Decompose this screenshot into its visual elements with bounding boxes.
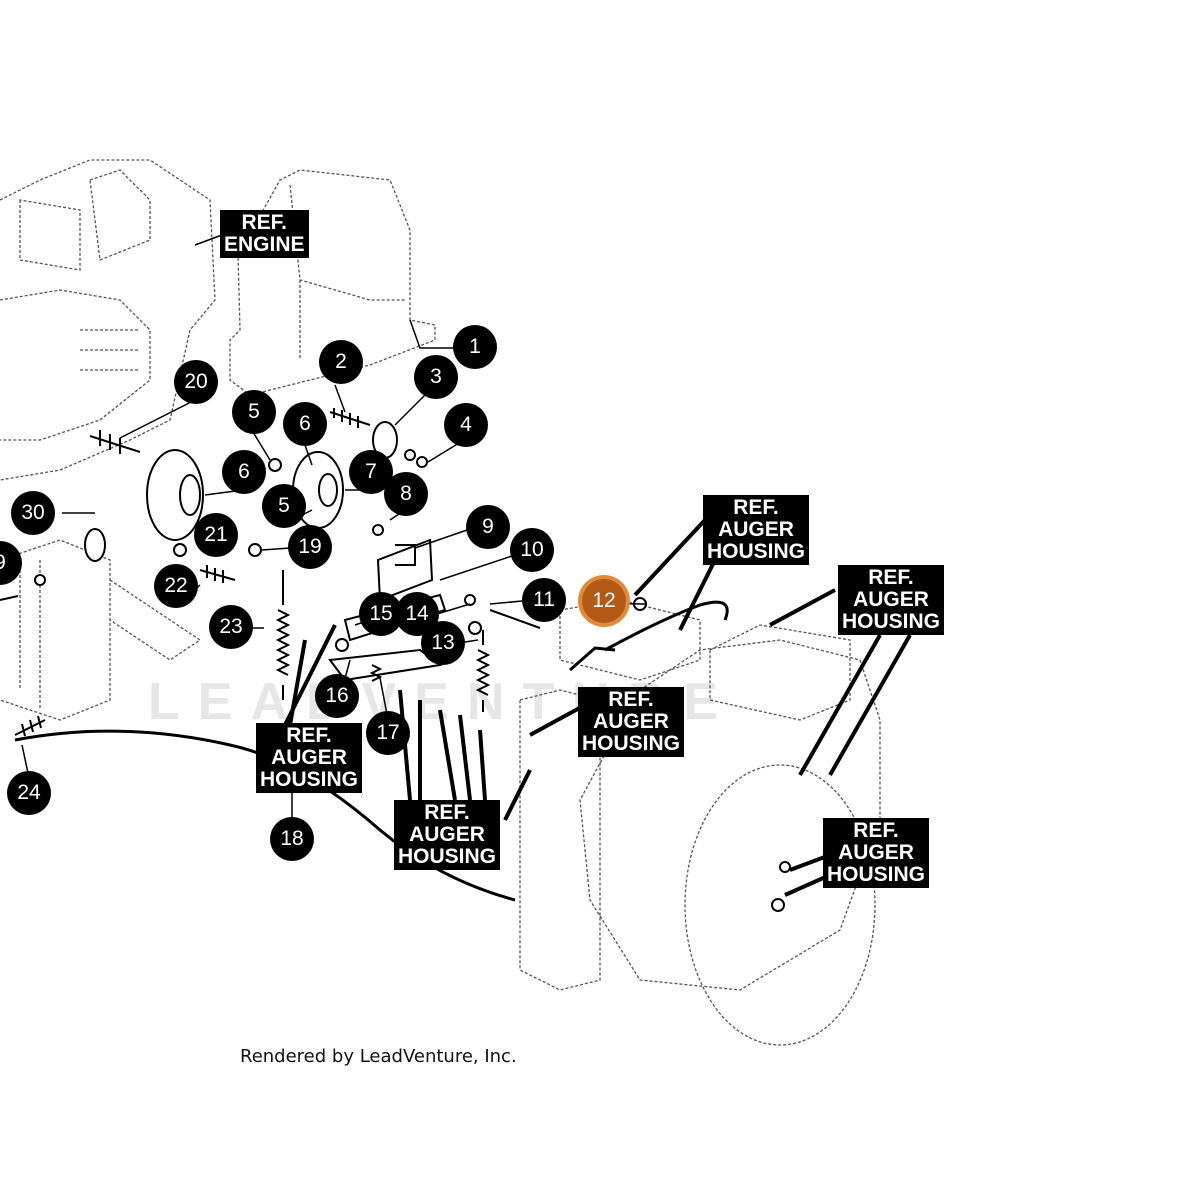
pulley-left — [146, 449, 204, 541]
callout-9[interactable]: 9 — [466, 505, 510, 549]
bolt-20 — [89, 435, 141, 453]
ref-line: HOUSING — [260, 768, 359, 791]
callout-10[interactable]: 10 — [510, 528, 554, 572]
auger-chute-box — [709, 624, 851, 721]
callout-16[interactable]: 16 — [315, 674, 359, 718]
ref-auger-housing-label: REF. AUGER HOUSING — [703, 495, 810, 565]
spring-13 — [475, 649, 491, 696]
ref-line: AUGER — [593, 710, 669, 733]
callout-24[interactable]: 24 — [7, 771, 51, 815]
ref-auger-housing-label: REF. AUGER HOUSING — [256, 723, 363, 793]
callout-2[interactable]: 2 — [319, 340, 363, 384]
callout-1[interactable]: 1 — [453, 325, 497, 369]
callout-3[interactable]: 3 — [414, 355, 458, 399]
bracket-9 — [376, 538, 434, 602]
ref-line: AUGER — [271, 746, 347, 769]
ref-auger-housing-label: REF. AUGER HOUSING — [394, 800, 501, 870]
ref-line: REF. — [424, 801, 470, 824]
callout-8[interactable]: 8 — [384, 472, 428, 516]
ref-line: REF. — [853, 819, 899, 842]
ref-engine-label: REF. ENGINE — [220, 210, 309, 258]
callout-23[interactable]: 23 — [209, 605, 253, 649]
ref-line: HOUSING — [398, 845, 497, 868]
ref-auger-housing-label: REF. AUGER HOUSING — [823, 818, 930, 888]
callout-13[interactable]: 13 — [421, 621, 465, 665]
bolt-0 — [0, 595, 19, 601]
ref-line: REF. — [733, 496, 779, 519]
callout-21[interactable]: 21 — [194, 513, 238, 557]
bolt-22 — [199, 569, 236, 581]
cable-upper — [604, 600, 729, 652]
callout-30[interactable]: 30 — [11, 491, 55, 535]
callout-5[interactable]: 5 — [232, 390, 276, 434]
ref-line: HOUSING — [707, 540, 806, 563]
callout-17[interactable]: 17 — [366, 711, 410, 755]
callout-4[interactable]: 4 — [444, 403, 488, 447]
ref-line: REF. — [286, 724, 332, 747]
ref-line: AUGER — [853, 588, 929, 611]
ref-line: HOUSING — [842, 610, 941, 633]
ref-line: AUGER — [409, 823, 485, 846]
callout-18[interactable]: 18 — [270, 817, 314, 861]
tension-arm — [328, 648, 443, 682]
callout-20[interactable]: 20 — [174, 360, 218, 404]
ref-line: AUGER — [718, 518, 794, 541]
bolt-11 — [489, 609, 541, 629]
spring-23 — [275, 609, 291, 676]
auger-housing-opening — [684, 764, 876, 1046]
callout-5[interactable]: 5 — [262, 484, 306, 528]
ref-line: REF. — [608, 688, 654, 711]
callout-11[interactable]: 11 — [522, 578, 566, 622]
cable-end — [569, 646, 616, 672]
callout-9[interactable]: 9 — [0, 541, 22, 585]
callout-6[interactable]: 6 — [222, 450, 266, 494]
callout-12-highlighted[interactable]: 12 — [582, 579, 626, 623]
ref-line: REF. — [868, 566, 914, 589]
belt-cover-outline — [229, 169, 436, 396]
ref-auger-housing-label: REF. AUGER HOUSING — [838, 565, 945, 635]
ref-line: HOUSING — [582, 732, 681, 755]
ref-line: REF. — [241, 211, 288, 234]
ref-line: HOUSING — [827, 863, 926, 886]
callout-22[interactable]: 22 — [154, 564, 198, 608]
callout-15[interactable]: 15 — [359, 592, 403, 636]
ref-line: ENGINE — [224, 233, 305, 256]
frame-plate — [0, 539, 111, 721]
callout-6[interactable]: 6 — [283, 402, 327, 446]
ref-line: AUGER — [838, 841, 914, 864]
spring-17 — [369, 664, 383, 682]
auger-housing-bracket — [519, 689, 601, 991]
ref-auger-housing-label: REF. AUGER HOUSING — [578, 687, 685, 757]
engine-outline — [0, 159, 216, 481]
callout-19[interactable]: 19 — [288, 525, 332, 569]
credit-text: Rendered by LeadVenture, Inc. — [240, 1046, 517, 1067]
